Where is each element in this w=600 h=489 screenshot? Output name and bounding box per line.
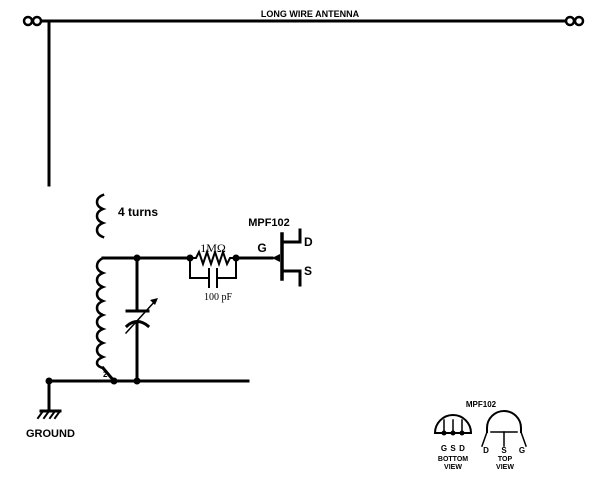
bottom-pin-label: G: [441, 444, 447, 453]
junction-dot: [110, 377, 118, 385]
gate-capacitor-icon: [208, 268, 218, 288]
gate-resistor-icon: [189, 248, 237, 268]
capacitor-left-wire: [189, 257, 210, 279]
source-pin-label: S: [304, 264, 312, 278]
gate-resistor-label: 1MΩ: [200, 241, 226, 255]
coupling-coil-label: 4 turns: [118, 205, 158, 219]
tank-circuit: 2 GROUND: [26, 254, 250, 440]
bottom-view-caption: BOTTOM: [438, 456, 468, 463]
gate-arrow-icon: [272, 254, 280, 262]
transistor-part-label: MPF102: [248, 217, 290, 229]
top-view-package-icon: [481, 410, 527, 447]
mpf102-transistor: MPF102 D S: [248, 217, 313, 287]
gate-pin-label: G: [257, 241, 266, 255]
right-insulator-icon: [564, 15, 585, 27]
pinout-title: MPF102: [466, 400, 497, 409]
long-wire-antenna: LONG WIRE ANTENNA: [22, 9, 585, 187]
drain-lead: [280, 228, 302, 244]
variable-capacitor-icon: [124, 298, 158, 335]
left-insulator-icon: [22, 15, 43, 27]
ground-label: GROUND: [26, 428, 75, 440]
gate-capacitor-label: 100 pF: [204, 292, 233, 303]
tank-coil-tap-label: 2: [103, 370, 108, 379]
tank-coil-icon: [95, 256, 107, 370]
capacitor-right-wire: [216, 257, 237, 279]
top-pin-label: D: [483, 446, 489, 455]
bottom-view-caption: VIEW: [444, 464, 462, 471]
source-lead: [280, 269, 302, 287]
top-pin-label: S: [501, 446, 507, 455]
gate-rc-network: 1MΩ 100 pF G: [186, 241, 274, 303]
top-view-caption: TOP: [498, 456, 513, 463]
top-pin-label: G: [519, 446, 525, 455]
bottom-view-package-icon: [433, 414, 473, 436]
bottom-pin-label: S: [450, 444, 456, 453]
drain-pin-label: D: [304, 235, 313, 249]
top-view-caption: VIEW: [496, 464, 514, 471]
coupling-coil-icon: [95, 193, 107, 239]
junction-dot: [133, 377, 141, 385]
antenna-label: LONG WIRE ANTENNA: [261, 9, 360, 19]
ground-icon: [36, 409, 62, 420]
pinout-inset: MPF102 G S D BOTTOM VIEW D S G TOP VIEW: [433, 400, 527, 471]
bottom-pin-label: D: [459, 444, 465, 453]
coupling-coil: 4 turns: [95, 193, 158, 239]
